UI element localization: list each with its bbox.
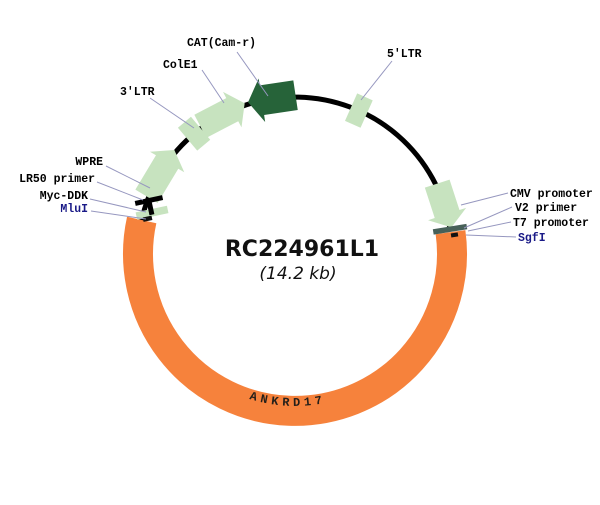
leader-line-wpre (105, 165, 151, 189)
mlui-site-tick (142, 215, 153, 222)
leader-line-cmv (460, 192, 509, 206)
cole1-arrow (194, 91, 245, 138)
cat-arrow (248, 78, 298, 122)
cmv-arrow (424, 179, 467, 228)
plasmid-title: RC224961L1 (225, 237, 379, 262)
leader-line-ltr3 (149, 97, 195, 129)
orf-arc (123, 216, 467, 426)
feature-label-lr50: LR50 primer (19, 173, 95, 186)
feature-label-ltr5: 5'LTR (387, 48, 422, 61)
leader-line-mycddk (89, 198, 147, 213)
leader-line-ltr5 (360, 60, 393, 101)
backbone-arc (138, 94, 453, 229)
feature-label-wpre: WPRE (75, 156, 103, 169)
feature-label-t7: T7 promoter (513, 217, 589, 230)
leader-line-sgfi (465, 234, 517, 238)
feature-label-ltr3: 3'LTR (120, 86, 155, 99)
t7-bar (432, 223, 468, 235)
feature-label-mycddk: Myc-DDK (40, 190, 88, 203)
leader-line-cat (236, 51, 269, 97)
leader-lines (89, 51, 517, 238)
plasmid-size: (14.2 kb) (259, 264, 336, 284)
lr50-marker-bar (134, 195, 164, 206)
wpre-arrow (135, 149, 185, 203)
lr50-marker-stem (146, 201, 155, 216)
feature-label-cat: CAT(Cam-r) (187, 37, 256, 50)
ltr3-box (177, 116, 211, 151)
leader-line-mlui (90, 210, 147, 220)
feature-label-sgfi: SgfI (518, 232, 546, 245)
feature-label-mlui: MluI (60, 203, 88, 216)
feature-label-cole1: ColE1 (163, 59, 198, 72)
leader-line-v2 (463, 206, 513, 229)
leader-line-t7 (467, 221, 512, 232)
leader-line-lr50 (96, 181, 144, 201)
leader-line-cole1 (201, 69, 225, 104)
lr50-marker (134, 195, 164, 216)
feature-label-cmv: CMV promoter (510, 188, 593, 201)
feature-label-v2: V2 primer (515, 202, 577, 215)
sgfi-site-tick (450, 232, 459, 238)
ltr5-box (344, 93, 373, 128)
